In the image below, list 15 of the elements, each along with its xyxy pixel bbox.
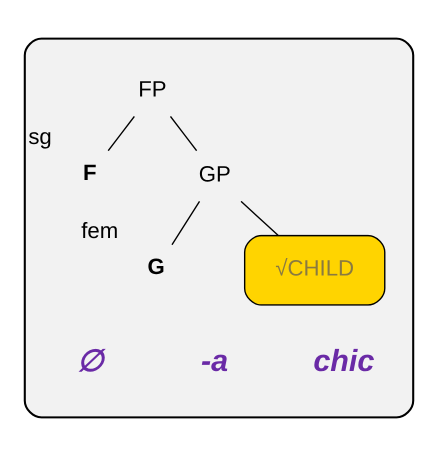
- node-label: fem: [81, 218, 118, 243]
- label: ∅: [76, 344, 104, 378]
- connector: [240, 200, 279, 236]
- node-text: G: [148, 254, 165, 279]
- cluster: [24, 37, 414, 418]
- connector: [108, 116, 135, 151]
- connector: [170, 116, 198, 151]
- node-text: F: [83, 159, 97, 184]
- label: -a: [200, 344, 228, 378]
- label: chic: [313, 344, 374, 378]
- node-label: sg: [28, 123, 52, 148]
- node-text: GP: [198, 160, 231, 186]
- node-text: FP: [138, 76, 167, 102]
- connector: [171, 200, 200, 245]
- node-box: √CHILD: [244, 234, 386, 306]
